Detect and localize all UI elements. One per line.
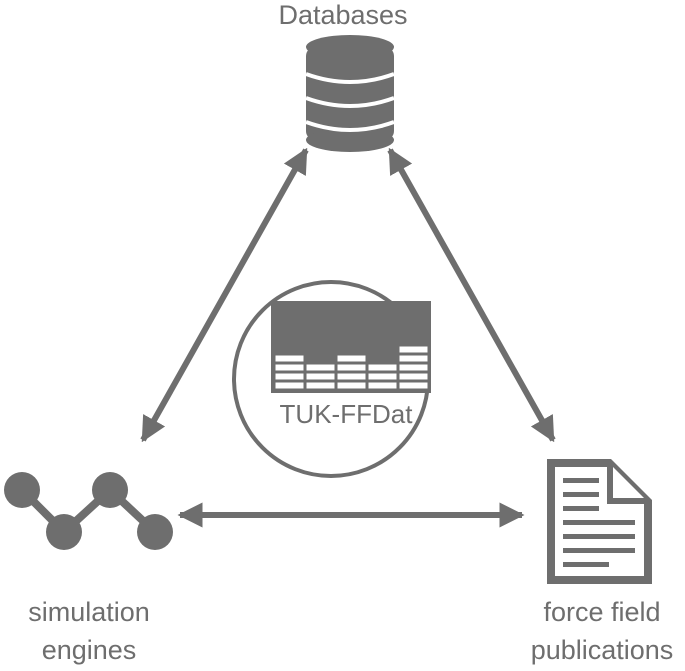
arrow-databases-publications xyxy=(387,147,556,443)
center-label: TUK-FFDat xyxy=(280,399,414,429)
arrow-databases-simulation xyxy=(140,147,309,443)
data-table-icon xyxy=(271,301,431,393)
databases-label: Databases xyxy=(278,0,407,30)
publications-label-line1: force field xyxy=(543,597,660,627)
publications-label-line2: publications xyxy=(531,635,674,665)
simulation-label-line2: engines xyxy=(42,635,137,665)
simulation-label-line1: simulation xyxy=(28,597,150,627)
database-icon xyxy=(305,35,395,152)
document-icon xyxy=(547,459,652,584)
molecule-chain-icon xyxy=(4,472,173,550)
